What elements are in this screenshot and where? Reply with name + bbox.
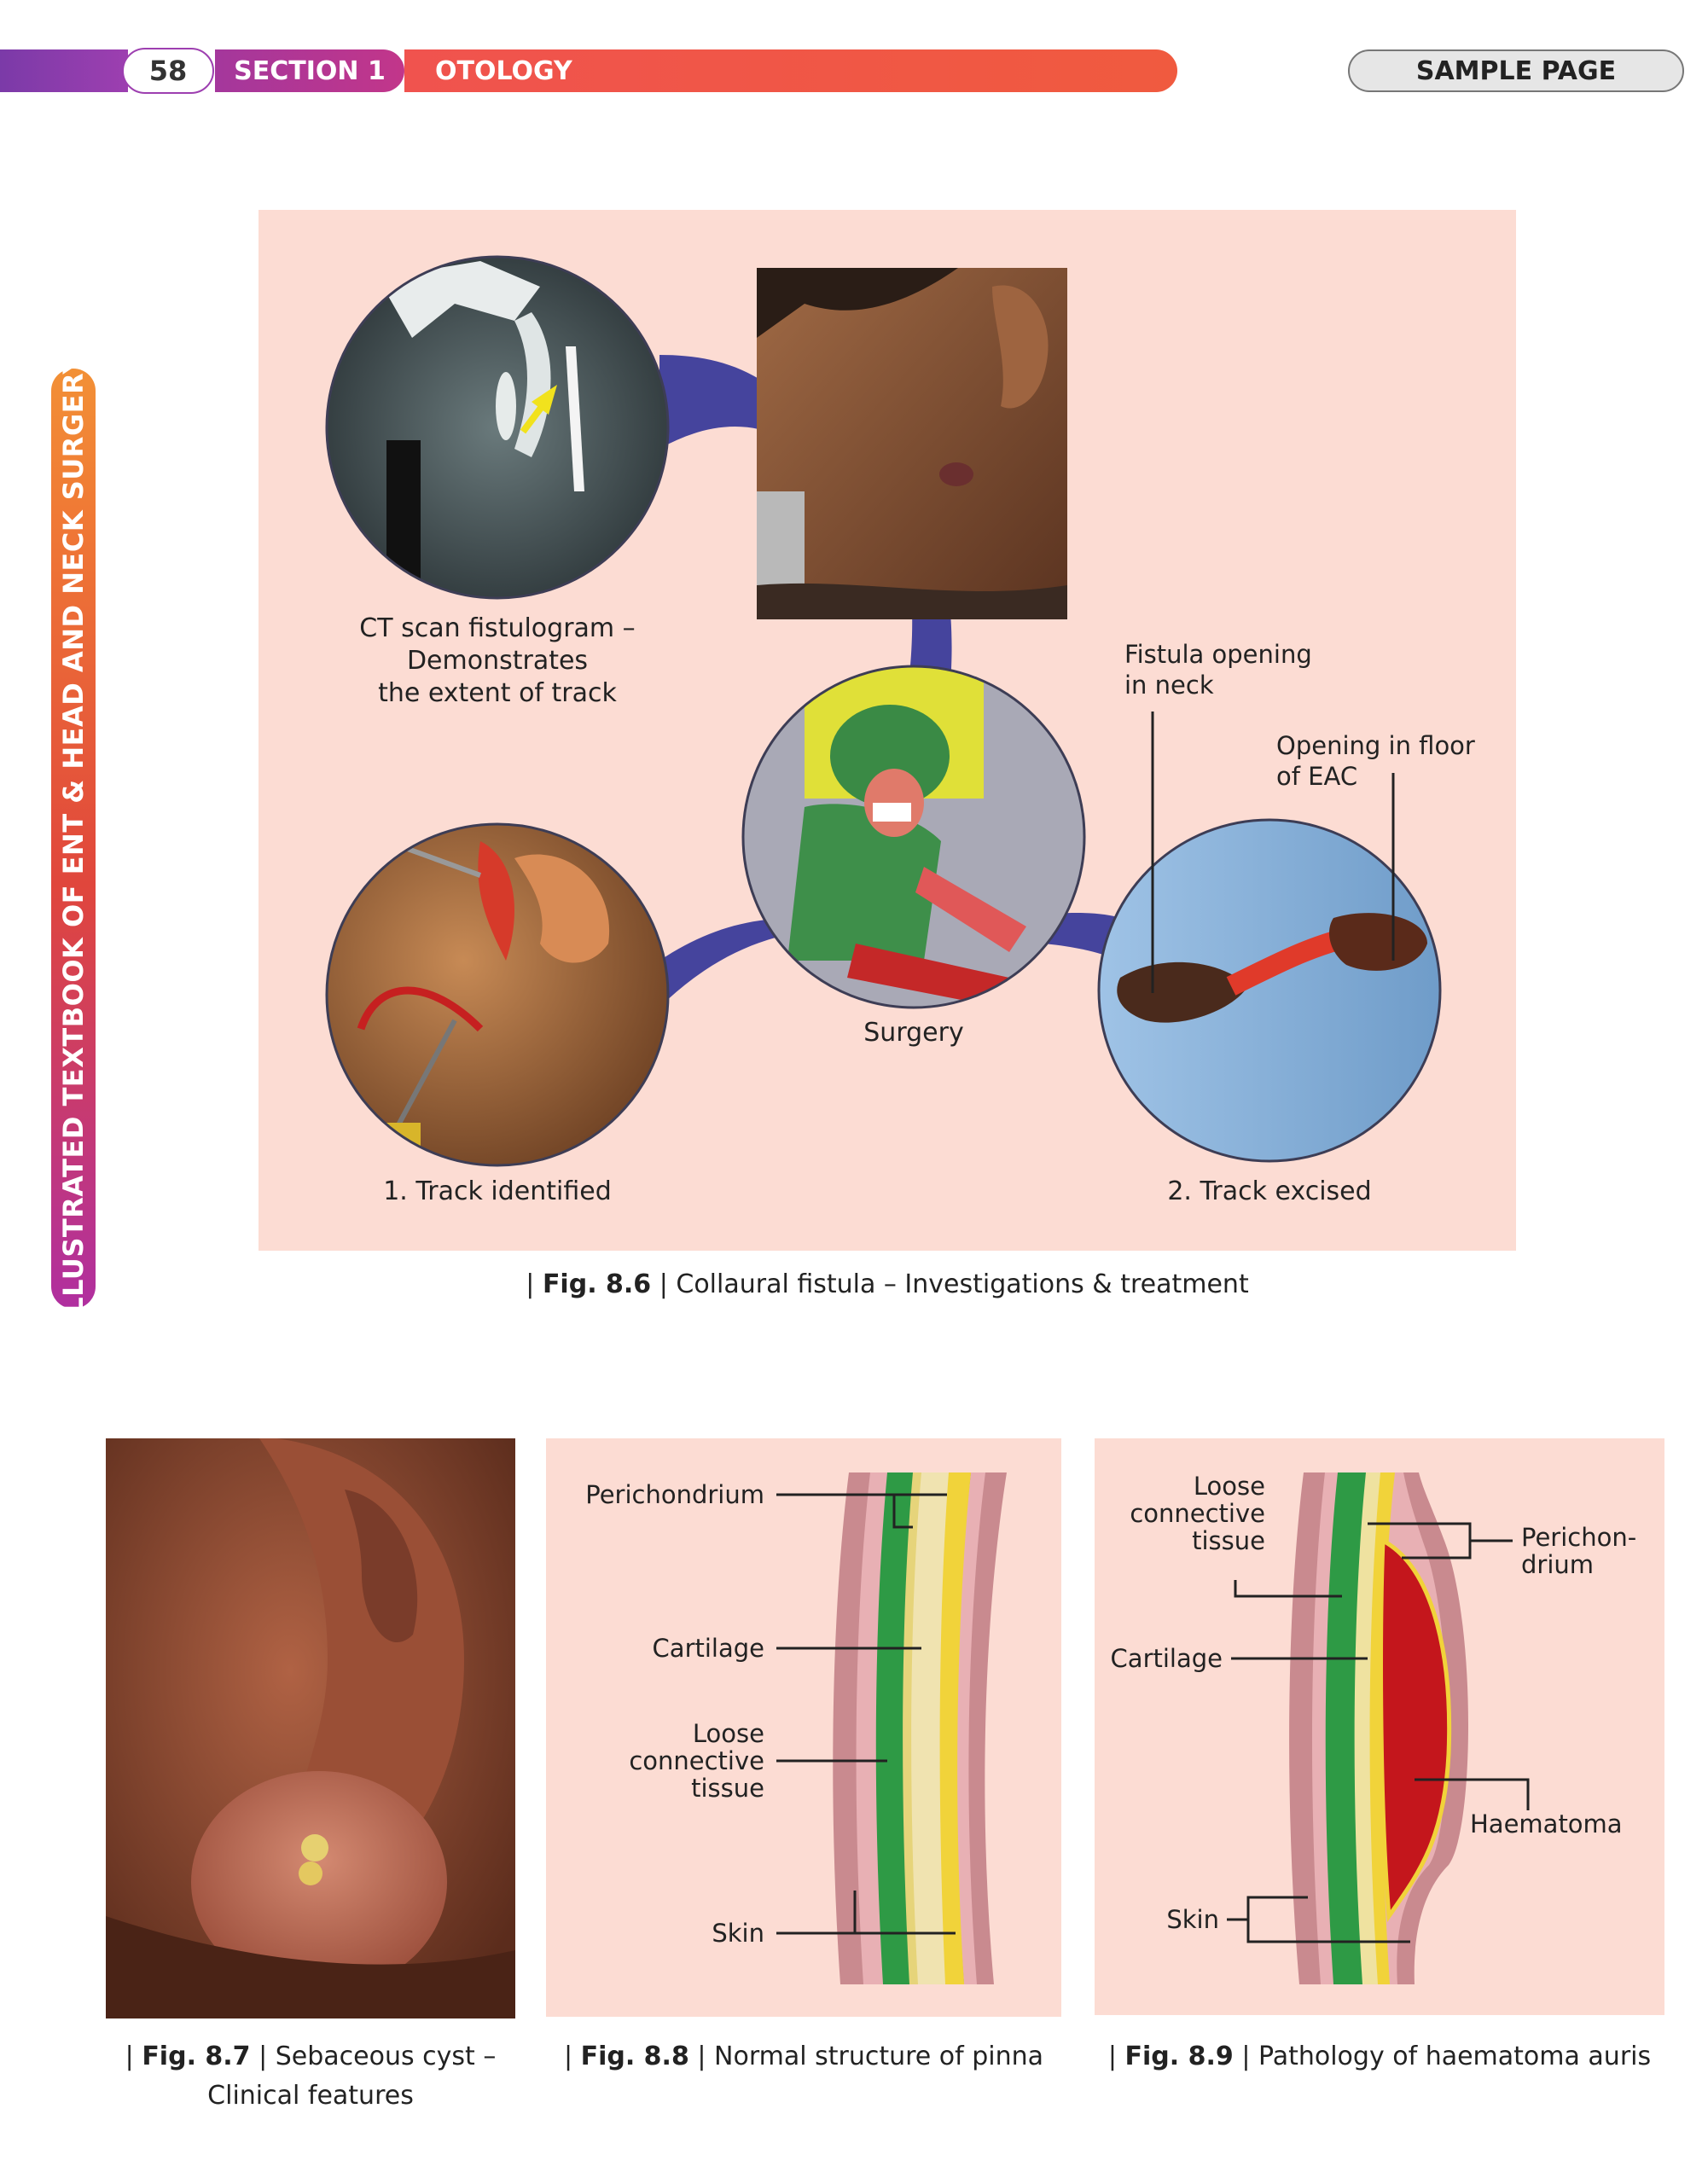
track-identified-photo	[327, 824, 668, 1165]
fistula-opening-label: Fistula opening in neck	[1124, 639, 1312, 700]
figure-8-6-caption: | Fig. 8.6 | Collaural fistula – Investi…	[259, 1269, 1516, 1301]
figure-8-9-text: Pathology of haematoma auris	[1258, 2042, 1652, 2071]
figure-8-9-caption: | Fig. 8.9 | Pathology of haematoma auri…	[1095, 2037, 1664, 2077]
figure-8-9-number: Fig. 8.9	[1124, 2042, 1234, 2071]
track-excised-label: 2. Track excised	[1167, 1176, 1372, 1206]
loose-line-3: tissue	[1192, 1526, 1265, 1555]
ct-caption: CT scan fistulogram – Demonstrates the e…	[327, 613, 668, 710]
loose-line-2: connective	[1130, 1499, 1265, 1528]
side-title-text: ILLUSTRATED TEXTBOOK OF ENT & HEAD AND N…	[57, 353, 90, 1326]
figure-8-8-number: Fig. 8.8	[580, 2042, 689, 2071]
sebaceous-cyst-photo	[106, 1438, 515, 2018]
topic-label: OTOLOGY	[404, 49, 1177, 92]
surgery-illustration	[743, 666, 1084, 1008]
caption-bar: |	[1233, 2042, 1258, 2071]
loose-line-3: tissue	[691, 1774, 764, 1803]
figure-8-8: Perichondrium Cartilage Loose connective…	[546, 1438, 1061, 2017]
caption-bar: |	[651, 1269, 677, 1299]
loose-line-2: connective	[629, 1746, 764, 1775]
section-label: SECTION 1	[215, 49, 404, 92]
caption-bar: |	[526, 1269, 543, 1299]
loose-line-1: Loose	[1193, 1472, 1265, 1501]
skin-label: Skin	[1166, 1905, 1219, 1934]
eac-opening-line-1: Opening in floor	[1276, 731, 1475, 760]
figure-8-7-text-line-1: Sebaceous cyst –	[275, 2042, 497, 2071]
header-accent-bar	[0, 49, 128, 92]
eac-opening-line-2: of EAC	[1276, 762, 1358, 791]
haematoma-label: Haematoma	[1470, 1809, 1623, 1838]
skin-label: Skin	[712, 1919, 764, 1948]
figure-8-8-text: Normal structure of pinna	[714, 2042, 1044, 2071]
track-identified-label: 1. Track identified	[383, 1176, 612, 1206]
ct-caption-line-2: Demonstrates	[406, 646, 589, 676]
haematoma-auris-leaders	[1227, 1522, 1530, 1943]
loose-line-1: Loose	[692, 1719, 764, 1748]
caption-bar: |	[125, 2042, 142, 2071]
pinna-normal-diagram	[833, 1472, 1007, 1984]
ct-caption-line-3: the extent of track	[378, 678, 617, 708]
figure-8-6-artwork	[325, 255, 1442, 1167]
page-number: 58	[122, 48, 214, 94]
connector-surgery-left	[659, 918, 907, 1003]
side-title-bar	[51, 369, 96, 1309]
eac-opening-label: Opening in floor of EAC	[1276, 730, 1475, 792]
pinna-normal-leaders	[776, 1493, 956, 1935]
figure-8-8-caption: | Fig. 8.8 | Normal structure of pinna	[546, 2037, 1061, 2077]
caption-bar: |	[688, 2042, 715, 2071]
fistula-opening-line-1: Fistula opening	[1124, 640, 1312, 669]
caption-bar: |	[250, 2042, 276, 2071]
caption-bar: |	[563, 2042, 581, 2071]
haematoma-auris-diagram	[1289, 1472, 1469, 1984]
ct-caption-line-1: CT scan fistulogram –	[359, 613, 636, 643]
sample-page-badge: SAMPLE PAGE	[1348, 49, 1684, 92]
figure-8-7-caption: | Fig. 8.7 | Sebaceous cyst – Clinical f…	[106, 2037, 515, 2116]
perichondrium-line-2: drium	[1521, 1550, 1595, 1579]
surgery-label: Surgery	[863, 1018, 964, 1048]
patient-photo	[757, 268, 1067, 619]
figure-8-6: CT scan fistulogram – Demonstrates the e…	[259, 210, 1516, 1251]
perichondrium-line-1: Perichon-	[1521, 1523, 1637, 1552]
figure-8-7-photo	[106, 1438, 515, 2018]
cartilage-label: Cartilage	[1110, 1644, 1223, 1673]
figure-8-7-text-line-2: Clinical features	[207, 2081, 414, 2111]
fistula-opening-line-2: in neck	[1124, 671, 1214, 700]
loose-connective-label: Loose connective tissue	[546, 1720, 764, 1802]
loose-connective-label: Loose connective tissue	[1095, 1472, 1265, 1554]
perichondrium-label: Perichon- drium	[1521, 1524, 1636, 1578]
caption-bar: |	[1107, 2042, 1125, 2071]
figure-8-6-text: Collaural fistula – Investigations & tre…	[676, 1269, 1249, 1299]
track-excised-photo	[1099, 820, 1440, 1161]
connector-ct-to-patient	[659, 355, 864, 517]
ct-scan-image	[327, 257, 668, 598]
figure-8-6-number: Fig. 8.6	[542, 1269, 652, 1299]
figure-8-7-number: Fig. 8.7	[142, 2042, 251, 2071]
perichondrium-label: Perichondrium	[585, 1480, 764, 1509]
figure-8-9: Loose connective tissue Perichon- drium …	[1095, 1438, 1664, 2015]
cartilage-label: Cartilage	[652, 1634, 764, 1663]
